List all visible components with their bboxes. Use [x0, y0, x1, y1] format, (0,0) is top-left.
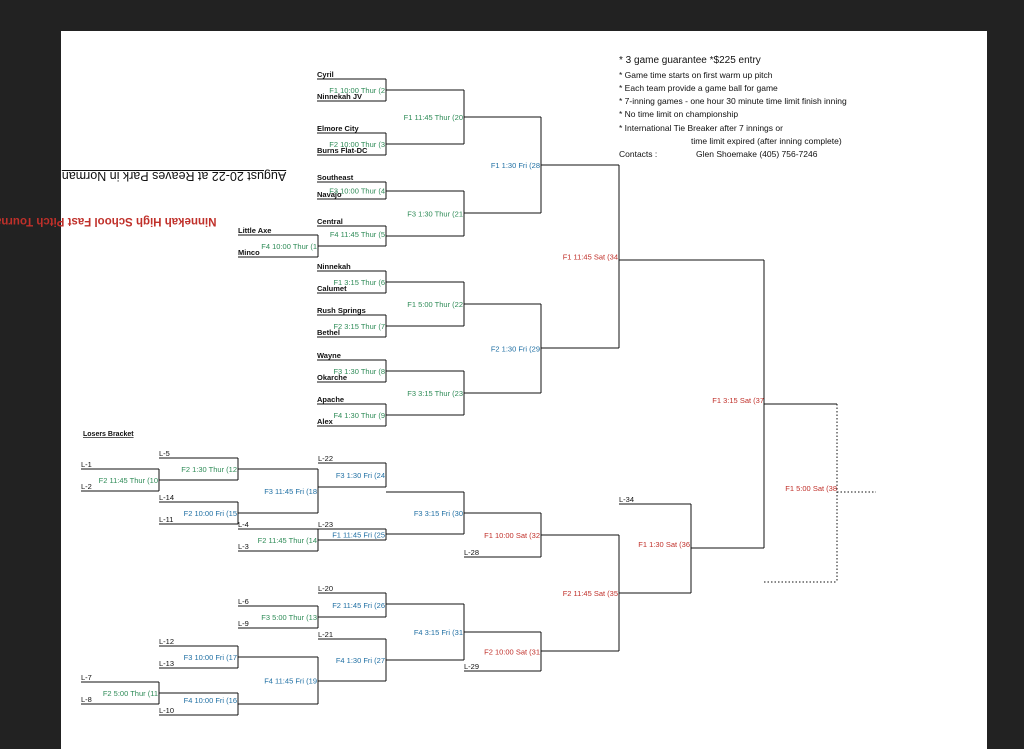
game-17-bottom-slot: L-13 — [159, 659, 174, 668]
game-28-game-label: F1 1:30 Fri (28 — [491, 161, 540, 170]
game-1-game-label: F4 10:00 Thur (1 — [261, 242, 317, 251]
game-17-game-label: F3 10:00 Fri (17 — [184, 653, 237, 662]
game-38-game-label: F1 5:00 Sat (38 — [785, 484, 837, 493]
game-20-game-label: F1 11:45 Thur (20 — [404, 113, 463, 122]
game-27-game-label: F4 1:30 Fri (27 — [336, 656, 385, 665]
game-32-game-label: F1 10:00 Sat (32 — [484, 531, 540, 540]
game-8-top-slot: Wayne — [317, 351, 341, 360]
game-13-top-slot: L-6 — [238, 597, 249, 606]
game-2-top-slot: Cyril — [317, 70, 334, 79]
game-27-top-slot: L-21 — [318, 630, 333, 639]
game-2-game-label: F1 10:00 Thur (2 — [329, 86, 385, 95]
contacts-value: Glen Shoemake (405) 756-7246 — [696, 149, 818, 159]
losers-bracket-heading: Losers Bracket — [83, 431, 134, 438]
game-5-top-slot: Central — [317, 217, 343, 226]
game-36-game-label: F1 1:30 Sat (36 — [638, 540, 690, 549]
game-19-game-label: F4 11:45 Fri (19 — [264, 677, 317, 686]
game-1-bottom-slot: Minco — [238, 248, 260, 257]
game-13-bottom-slot: L-9 — [238, 619, 249, 628]
game-4-game-label: F3 10:00 Thur (4 — [329, 187, 385, 196]
info-line-tiebreaker: * International Tie Breaker after 7 inni… — [619, 123, 783, 133]
game-8-bottom-slot: Okarche — [317, 373, 347, 382]
game-15-top-slot: L-14 — [159, 493, 174, 502]
game-6-bottom-slot: Calumet — [317, 284, 347, 293]
game-24-top-slot: L-22 — [318, 454, 333, 463]
game-3-game-label: F2 10:00 Thur (3 — [329, 140, 385, 149]
game-17-top-slot: L-12 — [159, 637, 174, 646]
game-7-bottom-slot: Bethel — [317, 328, 340, 337]
game-36-top-slot: L-34 — [619, 495, 634, 504]
game-34-game-label: F1 11:45 Sat (34 — [563, 253, 618, 262]
game-33-game-label: F2 10:00 Sat (31 — [484, 648, 540, 657]
game-16-game-label: F4 10:00 Fri (16 — [184, 696, 237, 705]
game-3-top-slot: Elmore City — [317, 124, 360, 133]
info-line-ball: * Each team provide a game ball for game — [619, 83, 778, 93]
info-line-guarantee: * 3 game guarantee *$225 entry — [619, 55, 761, 66]
game-22-game-label: F1 5:00 Thur (22 — [407, 300, 463, 309]
game-9-bottom-slot: Alex — [317, 417, 334, 426]
game-32-bottom-slot: L-28 — [464, 548, 479, 557]
game-14-game-label: F2 11:45 Thur (14 — [258, 536, 317, 545]
game-26-top-slot: L-20 — [318, 584, 333, 593]
game-4-bottom-slot: Navajo — [317, 190, 342, 199]
game-6-top-slot: Ninnekah — [317, 262, 351, 271]
game-15-game-label: F2 10:00 Fri (15 — [184, 509, 237, 518]
game-26-game-label: F2 11:45 Fri (26 — [332, 601, 385, 610]
game-25-game-label: F1 11:45 Fri (25 — [332, 531, 385, 540]
game-9-game-label: F4 1:30 Thur (9 — [333, 411, 385, 420]
game-15-bottom-slot: L-11 — [159, 515, 173, 524]
game-1-top-slot: Little Axe — [238, 226, 271, 235]
game-11-bottom-slot: L-8 — [81, 695, 92, 704]
info-line-tiebreaker-cont: time limit expired (after inning complet… — [691, 136, 842, 146]
game-14-top-slot: L-4 — [238, 520, 249, 529]
game-8-game-label: F3 1:30 Thur (8 — [333, 367, 385, 376]
game-5-game-label: F4 11:45 Thur (5 — [330, 230, 385, 239]
game-7-game-label: F2 3:15 Thur (7 — [333, 322, 385, 331]
game-29-game-label: F2 1:30 Fri (29 — [491, 345, 540, 354]
game-11-game-label: F2 5:00 Thur (11 — [103, 689, 158, 698]
game-6-game-label: F1 3:15 Thur (6 — [333, 278, 385, 287]
game-24-game-label: F3 1:30 Fri (24 — [336, 471, 385, 480]
game-7-top-slot: Rush Springs — [317, 306, 366, 315]
game-23-game-label: F3 3:15 Thur (23 — [407, 389, 463, 398]
game-2-bottom-slot: Ninnekah JV — [317, 92, 362, 101]
game-25-top-slot: L-23 — [318, 520, 333, 529]
game-31-game-label: F4 3:15 Fri (31 — [414, 628, 463, 637]
game-16-bottom-slot: L-10 — [159, 706, 174, 715]
game-9-top-slot: Apache — [317, 395, 344, 404]
game-18-game-label: F3 11:45 Fri (18 — [264, 487, 317, 496]
bracket-page: Ninnekah High School Fast Pitch Tourname… — [0, 31, 987, 749]
contacts-label: Contacts : — [619, 149, 658, 159]
game-4-top-slot: Southeast — [317, 173, 354, 182]
game-21-game-label: F3 1:30 Thur (21 — [407, 210, 463, 219]
game-3-bottom-slot: Burns Flat-DC — [317, 146, 368, 155]
game-35-game-label: F2 11:45 Sat (35 — [563, 589, 618, 598]
info-line-championship: * No time limit on championship — [619, 109, 739, 119]
info-line-start: * Game time starts on first warm up pitc… — [619, 70, 773, 80]
game-13-game-label: F3 5:00 Thur (13 — [261, 613, 317, 622]
info-line-innings: * 7-inning games - one hour 30 minute ti… — [619, 96, 847, 106]
game-33-bottom-slot: L-29 — [464, 662, 479, 671]
game-37-game-label: F1 3:15 Sat (37 — [712, 396, 764, 405]
game-12-top-slot: L-5 — [159, 449, 170, 458]
game-10-top-slot: L-1 — [81, 460, 92, 469]
game-12-game-label: F2 1:30 Thur (12 — [181, 465, 237, 474]
game-11-top-slot: L-7 — [81, 673, 92, 682]
game-10-game-label: F2 11:45 Thur (10 — [99, 476, 158, 485]
game-30-game-label: F3 3:15 Fri (30 — [414, 509, 463, 518]
game-14-bottom-slot: L-3 — [238, 542, 249, 551]
game-10-bottom-slot: L-2 — [81, 482, 92, 491]
